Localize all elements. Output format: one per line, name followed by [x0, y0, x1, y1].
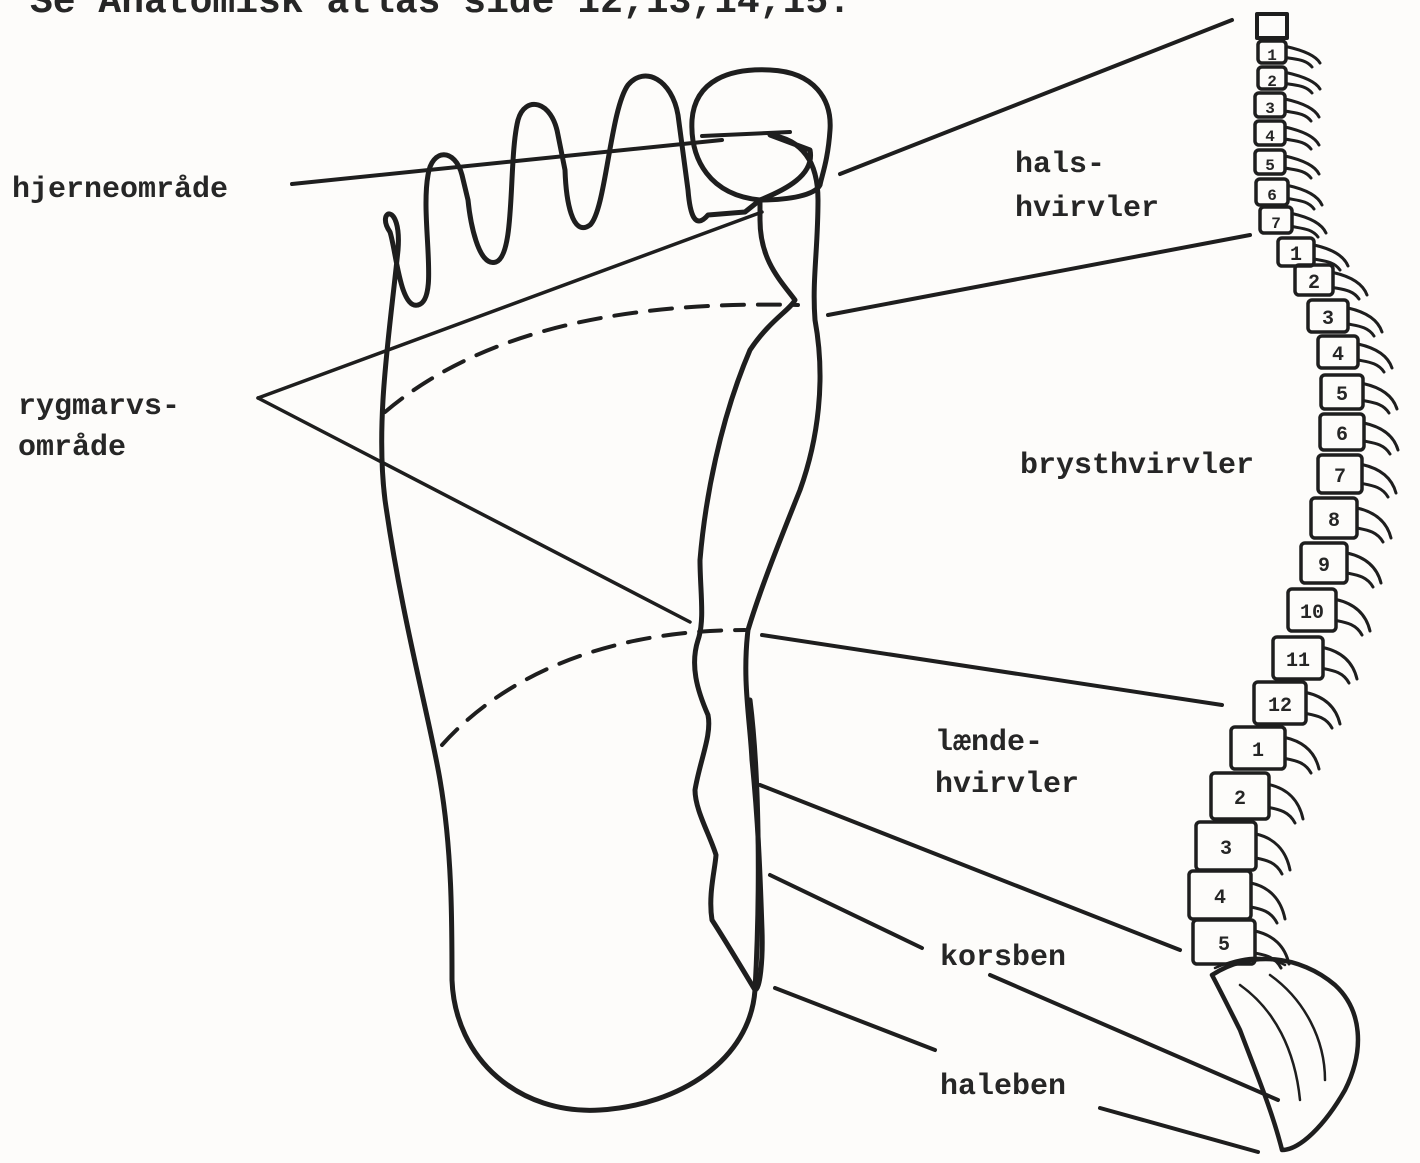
- lumbar-vertebra: 4: [1189, 871, 1285, 923]
- header-fragment: Se Anatomisk atlas side 12,13,14,15.: [30, 0, 851, 24]
- cervical-vertebra-number: 1: [1267, 47, 1277, 65]
- spine: 123456712345678910111212345: [1189, 14, 1398, 1150]
- label-sacrum: korsben: [940, 941, 1066, 975]
- lumbar-vertebra-number: 4: [1214, 887, 1226, 910]
- label-cervical-2: hvirvler: [1015, 192, 1159, 226]
- leader-cervical-bottom: [828, 235, 1250, 315]
- thoracic-vertebra: 4: [1318, 336, 1392, 372]
- thoracic-vertebra-number: 5: [1336, 384, 1348, 407]
- cervical-spinous-process: [1286, 73, 1320, 94]
- lumbar-vertebra: 2: [1211, 773, 1303, 823]
- spine-reflex-zone: [695, 135, 820, 990]
- thoracic-vertebra-number: 8: [1328, 510, 1340, 533]
- thoracic-vertebra-number: 3: [1322, 308, 1334, 331]
- thoracic-spinous-process: [1333, 273, 1367, 300]
- cervical-spinous-process: [1285, 127, 1319, 149]
- lumbar-vertebra: 3: [1196, 822, 1290, 874]
- foot: [382, 70, 830, 1111]
- thoracic-vertebra: 8: [1311, 498, 1391, 542]
- thoracic-vertebra: 2: [1295, 265, 1367, 299]
- lumbar-spinous-process: [1251, 883, 1285, 923]
- leader-coccyx-foot: [775, 988, 935, 1050]
- vertebrae-column: 123456712345678910111212345: [1189, 41, 1398, 968]
- thoracic-vertebra-number: 10: [1300, 602, 1324, 625]
- cervical-vertebra: 1: [1258, 41, 1320, 67]
- lumbar-vertebra-number: 2: [1234, 788, 1246, 811]
- thoracic-vertebra: 11: [1273, 637, 1357, 683]
- leader-lumbar-bottom: [760, 785, 1180, 950]
- thoracic-vertebra-number: 9: [1318, 555, 1330, 578]
- dashed-line-upper: [385, 305, 798, 412]
- label-cervical-1: hals-: [1015, 148, 1105, 182]
- atlas-box: [1257, 14, 1287, 38]
- thoracic-spinous-process: [1358, 344, 1392, 372]
- cervical-vertebra-number: 5: [1265, 157, 1275, 175]
- leader-sacrum-foot: [770, 875, 922, 948]
- thoracic-vertebra-number: 4: [1332, 344, 1344, 367]
- label-coccyx: haleben: [940, 1070, 1066, 1104]
- thoracic-vertebra: 10: [1288, 589, 1370, 635]
- cervical-vertebra: 3: [1255, 93, 1319, 121]
- leader-thoracic-bottom: [762, 635, 1222, 705]
- lumbar-spinous-process: [1285, 738, 1319, 774]
- thoracic-spinous-process: [1364, 423, 1398, 454]
- thoracic-spinous-process: [1306, 693, 1340, 729]
- thoracic-vertebra-number: 12: [1268, 695, 1292, 718]
- label-lumbar-2: hvirvler: [935, 768, 1079, 802]
- lumbar-vertebra-number: 5: [1218, 934, 1230, 957]
- label-spinal-cord-2: område: [18, 431, 126, 465]
- label-brain-area: hjerneområde: [12, 173, 228, 207]
- labels: hjerneområde rygmarvs- område hals- hvir…: [12, 148, 1254, 1104]
- thoracic-vertebra-number: 7: [1334, 466, 1346, 489]
- leader-spinal-upper: [258, 212, 762, 398]
- thoracic-spinous-process: [1347, 553, 1381, 587]
- lumbar-vertebra-number: 3: [1220, 838, 1232, 861]
- cervical-vertebra: 4: [1255, 121, 1319, 149]
- lumbar-vertebra: 1: [1231, 727, 1319, 773]
- label-thoracic: brysthvirvler: [1020, 449, 1254, 483]
- label-lumbar-1: lænde-: [935, 726, 1043, 760]
- leader-coccyx-spine: [1100, 1108, 1258, 1152]
- cervical-spinous-process: [1288, 186, 1322, 210]
- thoracic-vertebra: 9: [1301, 543, 1381, 587]
- thoracic-vertebra-number: 2: [1308, 272, 1320, 295]
- cervical-vertebra: 5: [1255, 150, 1319, 178]
- cervical-vertebra-number: 3: [1265, 100, 1275, 118]
- leader-brain: [292, 140, 722, 184]
- thoracic-spinous-process: [1357, 508, 1391, 542]
- cervical-vertebra-number: 6: [1267, 187, 1277, 205]
- cervical-spinous-process: [1285, 99, 1319, 121]
- thoracic-spinous-process: [1348, 308, 1382, 336]
- thoracic-spinous-process: [1323, 648, 1357, 684]
- thoracic-vertebra: 5: [1321, 375, 1397, 413]
- label-spinal-cord-1: rygmarvs-: [18, 390, 180, 424]
- leader-spinal-lower: [258, 398, 690, 622]
- thoracic-vertebra: 7: [1318, 455, 1396, 497]
- thoracic-spinous-process: [1336, 600, 1370, 636]
- cervical-vertebra: 6: [1256, 179, 1322, 209]
- cervical-vertebra: 7: [1260, 207, 1326, 237]
- thoracic-vertebra: 12: [1254, 682, 1340, 728]
- lumbar-spinous-process: [1269, 785, 1303, 824]
- cervical-vertebra: 2: [1258, 67, 1320, 93]
- lumbar-spinous-process: [1256, 834, 1290, 874]
- lumbar-vertebra-number: 1: [1252, 740, 1264, 763]
- cervical-vertebra-number: 4: [1265, 128, 1275, 146]
- thoracic-spinous-process: [1363, 384, 1397, 414]
- leader-lines: [258, 20, 1278, 1152]
- thoracic-vertebra-number: 11: [1286, 650, 1310, 673]
- cervical-vertebra-number: 2: [1267, 73, 1277, 91]
- cervical-spinous-process: [1285, 156, 1319, 178]
- thoracic-vertebra: 3: [1308, 300, 1382, 336]
- thoracic-vertebra-number: 6: [1336, 424, 1348, 447]
- cervical-vertebra-number: 7: [1271, 215, 1281, 233]
- cervical-spinous-process: [1292, 214, 1326, 238]
- cervical-spinous-process: [1286, 47, 1320, 68]
- thoracic-vertebra: 6: [1320, 414, 1398, 454]
- thoracic-spinous-process: [1362, 465, 1396, 498]
